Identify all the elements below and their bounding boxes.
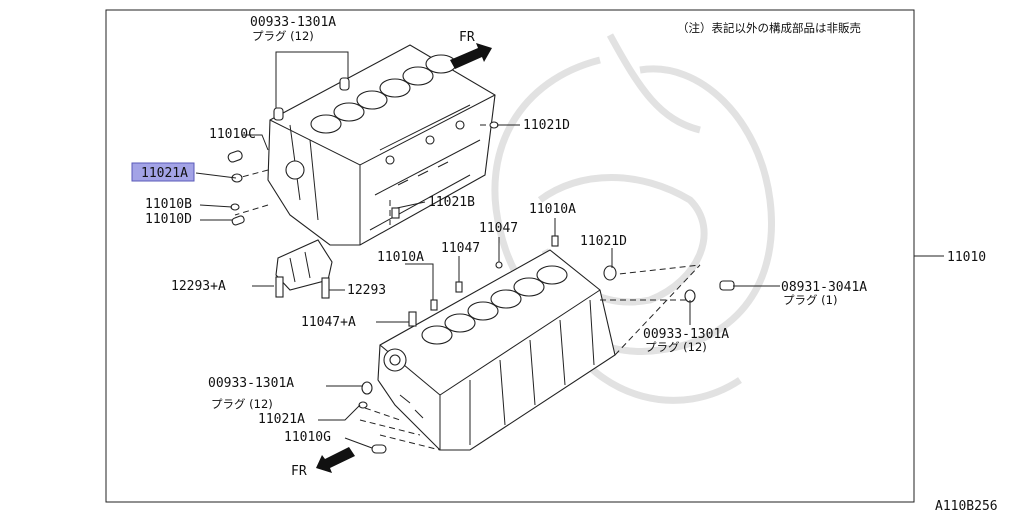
plug-mid-name: プラグ (12) — [645, 340, 707, 354]
engine-block-top — [234, 44, 496, 246]
fr-arrow-icon — [450, 43, 492, 69]
fr-label-bottom: FR — [291, 464, 307, 479]
part-11047A[interactable]: 11047+A — [301, 315, 356, 330]
part-11010G[interactable]: 11010G — [284, 430, 331, 445]
part-11010B[interactable]: 11010B — [145, 197, 192, 212]
part-11010D[interactable]: 11010D — [145, 212, 192, 227]
plug-mid-part-number[interactable]: 00933-1301A — [643, 327, 729, 342]
leader-lines — [195, 51, 944, 449]
fr-arrow-icon — [316, 447, 355, 473]
part-11010C[interactable]: 11010C — [209, 127, 256, 142]
highlight-box[interactable] — [131, 162, 195, 182]
part-11010-assembly[interactable]: 11010 — [947, 250, 986, 265]
plug-low-part-number[interactable]: 00933-1301A — [208, 376, 294, 391]
part-11021A-highlighted[interactable]: 11021A — [141, 166, 188, 181]
small-parts-lower — [358, 235, 735, 454]
note-text: （注）表記以外の構成部品は非販売 — [677, 21, 861, 35]
part-12293[interactable]: 12293 — [347, 283, 386, 298]
engine-block-bottom — [359, 249, 701, 451]
part-12293A[interactable]: 12293+A — [171, 279, 226, 294]
part-11047-mid[interactable]: 11047 — [441, 241, 480, 256]
plug-right-name: プラグ (1) — [783, 293, 837, 307]
plug-right-part-number[interactable]: 08931-3041A — [781, 280, 867, 295]
bearing-cap — [275, 239, 333, 299]
part-11010A-mid[interactable]: 11010A — [529, 202, 576, 217]
part-11021D-mid[interactable]: 11021D — [580, 234, 627, 249]
plug-low-name: プラグ (12) — [211, 397, 273, 411]
part-11021B[interactable]: 11021B — [428, 195, 475, 210]
fr-label-top: FR — [459, 30, 475, 45]
plug-top-part-number[interactable]: 00933-1301A — [250, 15, 336, 30]
part-11047-upper[interactable]: 11047 — [479, 221, 518, 236]
part-11021D-top[interactable]: 11021D — [523, 118, 570, 133]
plug-top-name: プラグ (12) — [252, 29, 314, 43]
small-parts-upper — [227, 77, 499, 226]
part-11021A-low[interactable]: 11021A — [258, 412, 305, 427]
figure-code: A110B256 — [935, 499, 998, 511]
part-11010A-left[interactable]: 11010A — [377, 250, 424, 265]
